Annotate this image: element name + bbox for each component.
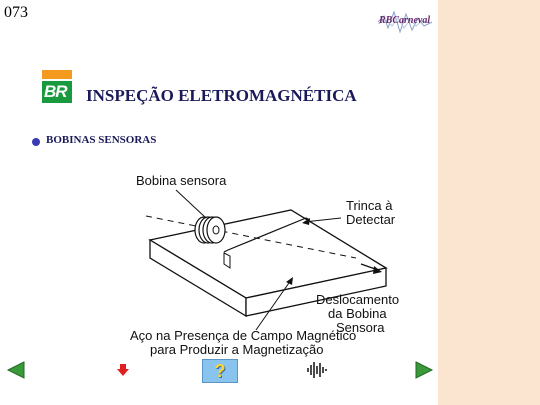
label-crack-2: Detectar [346, 212, 396, 227]
section-subtitle: BOBINAS SENSORAS [46, 134, 157, 146]
label-move-3: Sensora [336, 320, 385, 335]
label-coil: Bobina sensora [136, 173, 227, 188]
next-slide-button[interactable] [414, 360, 434, 380]
br-logo-text: BR [44, 82, 68, 101]
crack-line [223, 217, 311, 253]
label-move-1: Deslocamento [316, 292, 399, 307]
coil-diagram: Bobina sensora Trinca à Detectar Desloca… [130, 173, 399, 357]
author-logo: RBCarneval [376, 6, 434, 38]
slide-number: 073 [4, 4, 28, 21]
move-arrow-icon [373, 266, 382, 274]
logo-wave-icon [377, 10, 433, 34]
crack-arrow-icon [302, 218, 310, 225]
sensor-coil [194, 216, 226, 244]
triangle-right-icon [415, 361, 434, 379]
label-crack-1: Trinca à [346, 198, 393, 213]
br-logo-green-block [42, 81, 72, 103]
logo-text: RBCarneval [379, 15, 431, 26]
page-title: INSPEÇÃO ELETROMAGNÉTICA [86, 86, 357, 105]
crack-notch [223, 252, 231, 269]
slide: 073 RBCarneval BR INSPEÇÃO ELETROMAGNÉTI… [0, 0, 438, 405]
label-move-2: da Bobina [328, 306, 387, 321]
crack-leader [303, 217, 342, 223]
help-button[interactable]: ? [202, 359, 238, 383]
steel-arrow-icon [286, 277, 293, 285]
previous-slide-button[interactable] [6, 360, 26, 380]
coil-path-dashed [145, 215, 357, 259]
down-arrow-button[interactable] [116, 363, 130, 377]
sound-button[interactable] [306, 360, 330, 380]
steel-leader [255, 279, 292, 331]
arrow-down-icon [117, 364, 129, 376]
label-steel-1: Aço na Presença de Campo Magnético [130, 328, 356, 343]
br-logo-orange-bar [42, 70, 72, 79]
coil-leader [175, 189, 207, 219]
triangle-left-icon [6, 361, 25, 379]
bullet-icon [32, 138, 40, 146]
sound-wave-icon [307, 362, 327, 378]
label-steel-2: para Produzir a Magnetização [150, 342, 323, 357]
block-right-face [245, 267, 387, 317]
br-logo: BR [42, 70, 72, 106]
